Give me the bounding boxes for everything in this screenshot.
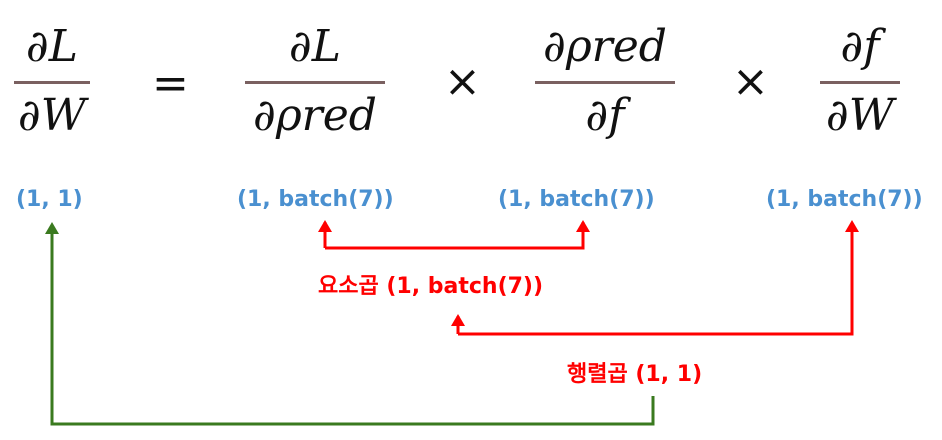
- term3-fraction-bar: [820, 81, 900, 84]
- lhs-numerator: ∂L: [26, 21, 78, 72]
- term3-fraction: ∂f ∂W: [820, 25, 900, 138]
- term1-fraction: ∂L ∂ρred: [245, 25, 385, 138]
- term3-numerator: ∂f: [840, 21, 880, 72]
- lhs-denominator: ∂W: [18, 90, 86, 141]
- result-arrowhead: [45, 222, 59, 234]
- term3-shape-label: (1, batch(7)): [766, 187, 923, 212]
- term2-denominator: ∂f: [585, 90, 625, 141]
- elementwise-bracket: [323, 222, 585, 250]
- elementwise-arrowhead-left: [318, 220, 332, 232]
- term2-fraction: ∂ρred ∂f: [535, 25, 675, 138]
- result-arrow: [50, 232, 655, 426]
- lhs-fraction-bar: [14, 81, 90, 84]
- term1-numerator: ∂L: [289, 21, 341, 72]
- matmul-arrowhead-left: [451, 314, 465, 326]
- term1-denominator: ∂ρred: [253, 90, 377, 141]
- lhs-fraction: ∂L ∂W: [14, 25, 90, 138]
- elementwise-arrowhead-right: [576, 220, 590, 232]
- times-sign-1: ×: [444, 56, 481, 107]
- term1-fraction-bar: [245, 81, 385, 84]
- term1-shape-label: (1, batch(7)): [237, 187, 394, 212]
- matmul-arrowhead-right: [845, 220, 859, 232]
- matmul-label: 행렬곱 (1, 1): [567, 362, 703, 387]
- times-sign-2: ×: [732, 56, 769, 107]
- term3-denominator: ∂W: [826, 90, 894, 141]
- equals-sign: =: [152, 58, 189, 109]
- elementwise-label: 요소곱 (1, batch(7)): [318, 274, 544, 299]
- term2-fraction-bar: [535, 81, 675, 84]
- term2-numerator: ∂ρred: [543, 21, 667, 72]
- lhs-shape-label: (1, 1): [16, 187, 83, 212]
- term2-shape-label: (1, batch(7)): [498, 187, 655, 212]
